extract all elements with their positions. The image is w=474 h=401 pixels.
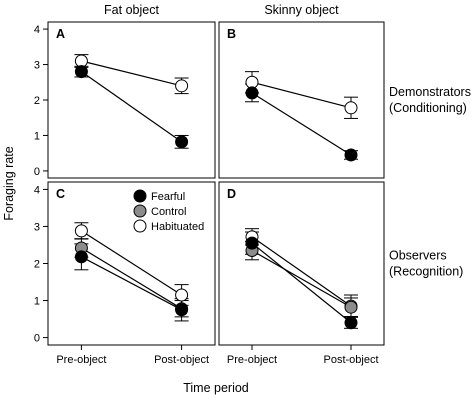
data-point bbox=[245, 86, 259, 100]
data-point bbox=[74, 224, 88, 238]
y-tick-label: 4 bbox=[34, 24, 40, 36]
data-point bbox=[175, 303, 189, 317]
data-point bbox=[74, 65, 88, 79]
legend-label: Habituated bbox=[151, 221, 204, 233]
data-point bbox=[344, 316, 358, 330]
y-tick-label: 2 bbox=[34, 259, 40, 271]
y-tick-label: 0 bbox=[34, 166, 40, 178]
y-tick-label: 1 bbox=[34, 296, 40, 308]
y-tick-label: 3 bbox=[34, 221, 40, 233]
row-label: Demonstrators bbox=[389, 85, 471, 99]
series-line bbox=[251, 81, 352, 109]
data-point bbox=[175, 79, 189, 93]
data-point bbox=[245, 236, 259, 250]
row-label: Observers bbox=[389, 249, 447, 263]
panel-frame bbox=[218, 181, 385, 346]
x-tick-label: Pre-object bbox=[56, 354, 106, 366]
x-tick-label: Post-object bbox=[323, 354, 378, 366]
y-tick-label: 4 bbox=[34, 184, 40, 196]
legend-label: Fearful bbox=[151, 191, 185, 203]
row-label: (Conditioning) bbox=[389, 101, 467, 115]
column-title: Fat object bbox=[104, 3, 159, 17]
legend-marker bbox=[133, 189, 147, 203]
legend-marker bbox=[133, 219, 147, 233]
series-line bbox=[251, 250, 352, 308]
series-line bbox=[81, 71, 182, 143]
panel-label: C bbox=[56, 187, 65, 201]
y-tick-label: 0 bbox=[34, 333, 40, 345]
data-point bbox=[74, 250, 88, 264]
series-line bbox=[81, 247, 182, 310]
y-axis-title: Foraging rate bbox=[2, 146, 16, 220]
panel-label: A bbox=[56, 27, 65, 41]
data-point bbox=[175, 135, 189, 149]
column-title: Skinny object bbox=[264, 3, 339, 17]
legend-marker bbox=[133, 204, 147, 218]
x-axis-title: Time period bbox=[183, 381, 249, 395]
series-line bbox=[81, 256, 182, 311]
y-tick-label: 1 bbox=[34, 130, 40, 142]
panel-frame bbox=[47, 21, 216, 179]
panel-label: D bbox=[227, 187, 236, 201]
series-line bbox=[81, 230, 182, 296]
data-point bbox=[175, 288, 189, 302]
legend-label: Control bbox=[151, 206, 186, 218]
series-line bbox=[81, 60, 182, 87]
y-tick-label: 3 bbox=[34, 60, 40, 72]
y-tick-label: 2 bbox=[34, 95, 40, 107]
x-tick-label: Pre-object bbox=[227, 354, 277, 366]
series-line bbox=[251, 92, 352, 156]
row-label: (Recognition) bbox=[389, 265, 463, 279]
x-tick-label: Post-object bbox=[154, 354, 209, 366]
data-point bbox=[344, 300, 358, 314]
data-point bbox=[344, 148, 358, 162]
data-point bbox=[344, 101, 358, 115]
series-line bbox=[251, 242, 352, 324]
panel-frame bbox=[218, 21, 385, 179]
series-line bbox=[251, 236, 352, 307]
panel-label: B bbox=[227, 27, 236, 41]
